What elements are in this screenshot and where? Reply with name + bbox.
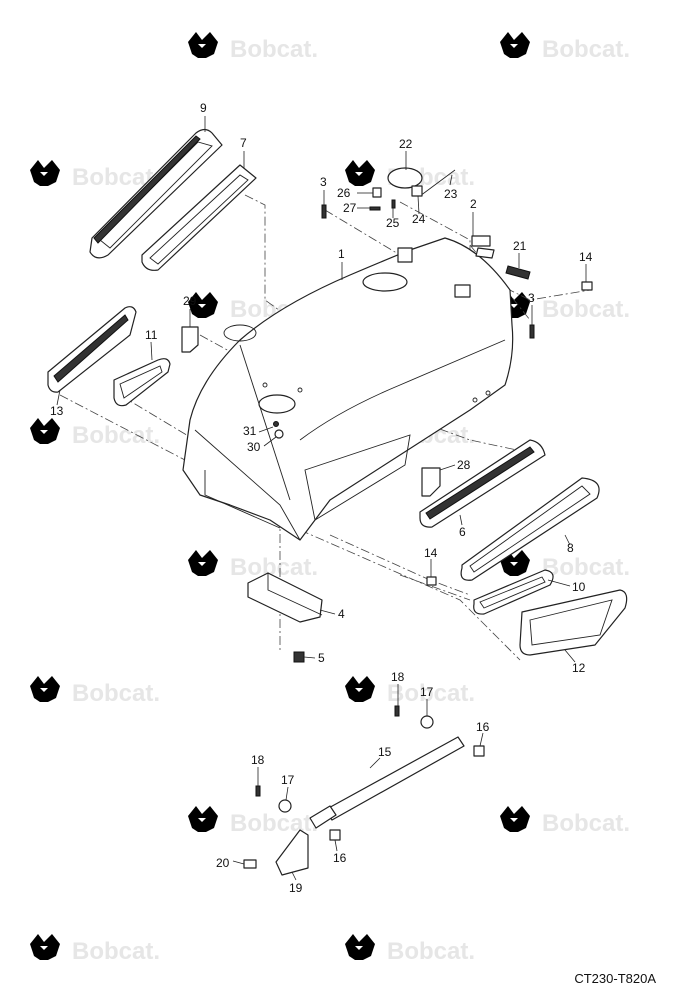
callout-20: 20 <box>216 856 230 870</box>
part-18-pin-left <box>255 785 261 797</box>
svg-text:Bobcat.: Bobcat. <box>72 938 160 965</box>
part-6-grille <box>419 439 546 528</box>
part-2-pins <box>471 235 495 259</box>
callout-3: 3 <box>320 175 327 189</box>
callout-5: 5 <box>318 651 325 665</box>
part-12-grille <box>519 589 628 656</box>
part-30-washer <box>274 429 284 439</box>
svg-text:Bobcat.: Bobcat. <box>542 554 630 581</box>
callout-3: 3 <box>528 291 535 305</box>
watermark: Bobcat. <box>500 806 630 837</box>
callout-16: 16 <box>333 851 347 865</box>
callout-4: 4 <box>338 607 345 621</box>
part-7-grille <box>141 164 257 271</box>
part-22-cap <box>387 167 423 189</box>
part-25-screw <box>391 199 396 209</box>
callout-29: 29 <box>183 294 197 308</box>
callout-7: 7 <box>240 136 247 150</box>
callout-30: 30 <box>247 440 261 454</box>
watermark: Bobcat. <box>500 292 630 323</box>
watermark: Bobcat. <box>500 550 630 581</box>
callout-26: 26 <box>337 186 351 200</box>
callout-31: 31 <box>243 424 257 438</box>
callout-23: 23 <box>444 187 458 201</box>
callout-19: 19 <box>289 881 303 895</box>
part-4-bracket <box>247 572 323 623</box>
callout-1: 1 <box>338 247 345 261</box>
callout-13: 13 <box>50 404 64 418</box>
svg-text:Bobcat.: Bobcat. <box>230 36 318 63</box>
part-21-bar <box>505 265 531 280</box>
callout-15: 15 <box>378 745 392 759</box>
watermark: Bobcat. <box>345 934 475 965</box>
callout-27: 27 <box>343 201 357 215</box>
part-23-rod <box>419 169 456 197</box>
callout-17: 17 <box>420 685 434 699</box>
part-14-screw-lower <box>426 576 437 586</box>
watermark: Bobcat. <box>500 32 630 63</box>
part-11-screen <box>113 358 171 407</box>
svg-text:Bobcat.: Bobcat. <box>387 680 475 707</box>
part-16-bolt-left <box>329 829 341 841</box>
part-14-screw-upper <box>581 281 593 291</box>
callout-28: 28 <box>457 458 471 472</box>
callout-labels: 9 7 22 3 26 23 27 2 25 24 21 1 14 29 3 1… <box>50 101 593 895</box>
callout-9: 9 <box>200 101 207 115</box>
callout-21: 21 <box>513 239 527 253</box>
part-5-bolt <box>293 651 305 663</box>
part-29-bracket <box>181 326 199 353</box>
part-17-washer-right <box>420 715 434 729</box>
part-19-bracket <box>275 829 309 876</box>
watermark: Bobcat. <box>188 32 318 63</box>
svg-text:Bobcat.: Bobcat. <box>542 36 630 63</box>
figure-code: CT230-T820A <box>574 971 656 986</box>
callout-2: 2 <box>470 197 477 211</box>
part-15-gas-strut <box>309 736 465 829</box>
part-20-bolt <box>243 859 257 869</box>
part-3-bolt-left <box>321 204 327 219</box>
leader-lines <box>56 116 587 881</box>
watermark: Bobcat. <box>30 160 160 191</box>
part-17-washer-left <box>278 799 292 813</box>
callout-17: 17 <box>281 773 295 787</box>
part-26-clip <box>372 187 382 198</box>
part-10-grille <box>473 569 554 615</box>
callout-18: 18 <box>391 670 405 684</box>
watermark: Bobcat. <box>30 418 160 449</box>
svg-text:Bobcat.: Bobcat. <box>72 422 160 449</box>
part-16-bolt-right <box>473 745 485 757</box>
svg-text:Bobcat.: Bobcat. <box>542 296 630 323</box>
part-8-grille <box>460 477 600 581</box>
callout-14: 14 <box>424 546 438 560</box>
svg-text:Bobcat.: Bobcat. <box>387 938 475 965</box>
callout-22: 22 <box>399 137 413 151</box>
part-1-hood <box>182 237 514 541</box>
watermark: Bobcat. <box>30 934 160 965</box>
watermark: Bobcat. <box>30 676 160 707</box>
callout-8: 8 <box>567 541 574 555</box>
part-3-bolt-right <box>529 324 535 339</box>
callout-18: 18 <box>251 753 265 767</box>
part-18-pin-right <box>394 705 400 717</box>
part-24-latch <box>411 185 423 197</box>
callout-24: 24 <box>412 212 426 226</box>
part-31-pin <box>273 421 279 427</box>
callout-16: 16 <box>476 720 490 734</box>
part-27-pin <box>369 206 381 211</box>
svg-text:Bobcat.: Bobcat. <box>72 680 160 707</box>
svg-text:Bobcat.: Bobcat. <box>542 810 630 837</box>
watermark: Bobcat. <box>345 676 475 707</box>
watermark: Bobcat. <box>188 550 318 581</box>
callout-25: 25 <box>386 216 400 230</box>
callout-12: 12 <box>572 661 586 675</box>
callout-6: 6 <box>459 525 466 539</box>
part-9-grille <box>89 128 223 259</box>
part-28-bracket <box>421 467 441 497</box>
callout-11: 11 <box>145 328 158 342</box>
callout-10: 10 <box>572 580 586 594</box>
callout-14: 14 <box>579 250 593 264</box>
part-13-screen <box>47 306 137 393</box>
